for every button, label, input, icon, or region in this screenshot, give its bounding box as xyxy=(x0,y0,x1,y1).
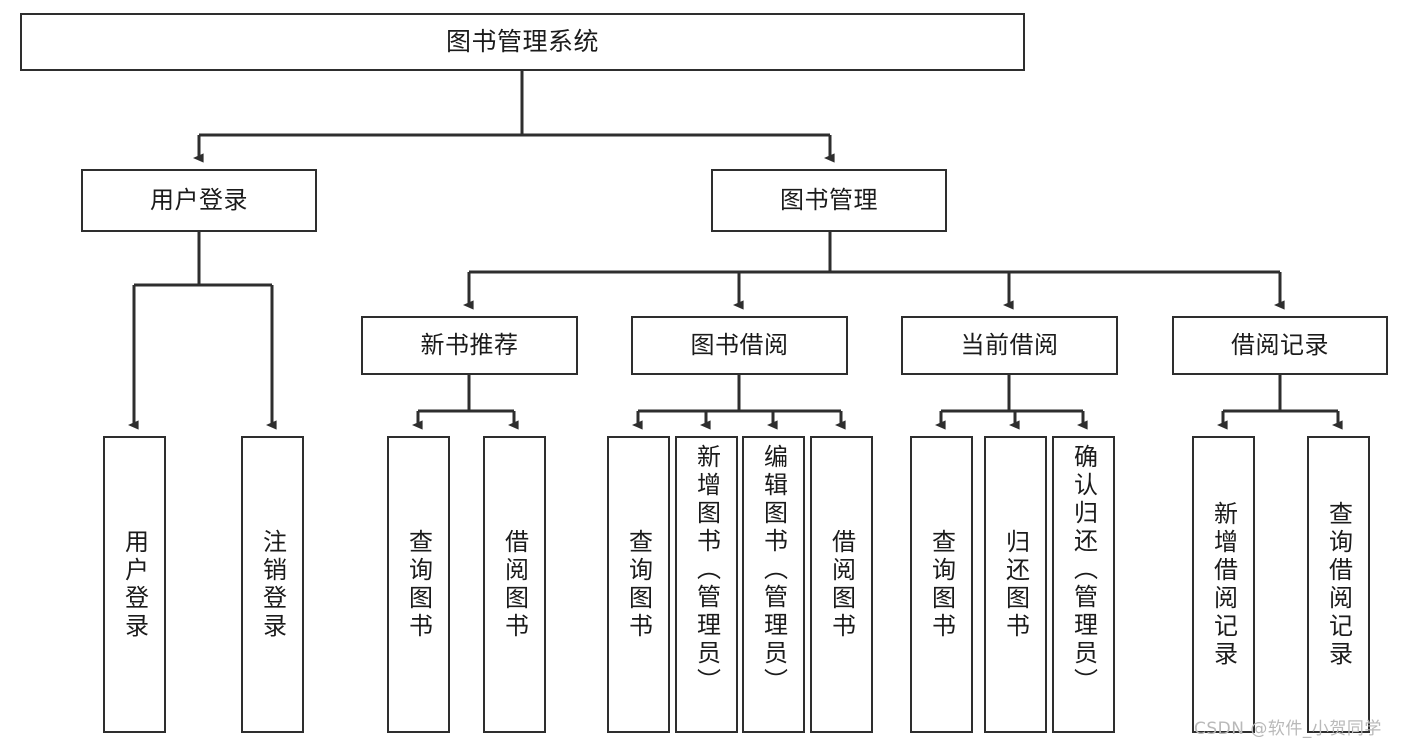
node-book-borrow[interactable]: 图书借阅 xyxy=(631,316,848,375)
node-current-borrow-label: 当前借阅 xyxy=(960,331,1059,360)
node-user-login-label: 用户登录 xyxy=(150,186,248,215)
node-book-manage[interactable]: 图书管理 xyxy=(711,169,947,232)
node-leaf-query-book-cur[interactable]: 查询图书 xyxy=(910,436,973,733)
node-leaf-borrow-book-bor-label: 借阅图书 xyxy=(827,528,856,641)
node-leaf-edit-book-admin[interactable]: 编辑图书（管理员） xyxy=(742,436,805,733)
node-leaf-return-book-label: 归还图书 xyxy=(1001,528,1030,641)
node-leaf-add-book-admin-label: 新增图书（管理员） xyxy=(692,444,721,696)
node-leaf-logout-label: 注销登录 xyxy=(258,528,287,641)
node-leaf-query-borrow-record[interactable]: 查询借阅记录 xyxy=(1307,436,1370,733)
node-leaf-logout[interactable]: 注销登录 xyxy=(241,436,304,733)
node-leaf-add-borrow-record-label: 新增借阅记录 xyxy=(1209,500,1238,669)
node-leaf-query-borrow-record-label: 查询借阅记录 xyxy=(1324,500,1353,669)
node-leaf-query-book-rec-label: 查询图书 xyxy=(404,528,433,641)
csdn-watermark: CSDN @软件_小贺同学 xyxy=(1194,719,1382,739)
node-leaf-add-book-admin[interactable]: 新增图书（管理员） xyxy=(675,436,738,733)
node-root-label: 图书管理系统 xyxy=(445,27,599,56)
node-current-borrow[interactable]: 当前借阅 xyxy=(901,316,1118,375)
node-new-book-recommend[interactable]: 新书推荐 xyxy=(361,316,578,375)
node-book-manage-label: 图书管理 xyxy=(780,186,878,215)
node-borrow-record-label: 借阅记录 xyxy=(1231,331,1329,360)
node-leaf-query-book-bor-label: 查询图书 xyxy=(624,528,653,641)
node-leaf-return-book[interactable]: 归还图书 xyxy=(984,436,1047,733)
node-user-login[interactable]: 用户登录 xyxy=(81,169,317,232)
node-root[interactable]: 图书管理系统 xyxy=(20,13,1025,71)
node-leaf-borrow-book-bor[interactable]: 借阅图书 xyxy=(810,436,873,733)
node-leaf-add-borrow-record[interactable]: 新增借阅记录 xyxy=(1192,436,1255,733)
node-leaf-query-book-rec[interactable]: 查询图书 xyxy=(387,436,450,733)
node-new-book-recommend-label: 新书推荐 xyxy=(420,331,519,360)
node-leaf-query-book-bor[interactable]: 查询图书 xyxy=(607,436,670,733)
node-borrow-record[interactable]: 借阅记录 xyxy=(1172,316,1388,375)
node-leaf-confirm-return-admin[interactable]: 确认归还（管理员） xyxy=(1052,436,1115,733)
node-leaf-user-login-label: 用户登录 xyxy=(120,528,149,641)
node-leaf-borrow-book-rec-label: 借阅图书 xyxy=(500,528,529,641)
node-book-borrow-label: 图书借阅 xyxy=(690,331,789,360)
node-leaf-confirm-return-admin-label: 确认归还（管理员） xyxy=(1069,444,1098,696)
node-leaf-borrow-book-rec[interactable]: 借阅图书 xyxy=(483,436,546,733)
node-leaf-edit-book-admin-label: 编辑图书（管理员） xyxy=(759,444,788,696)
node-leaf-user-login[interactable]: 用户登录 xyxy=(103,436,166,733)
node-leaf-query-book-cur-label: 查询图书 xyxy=(927,528,956,641)
